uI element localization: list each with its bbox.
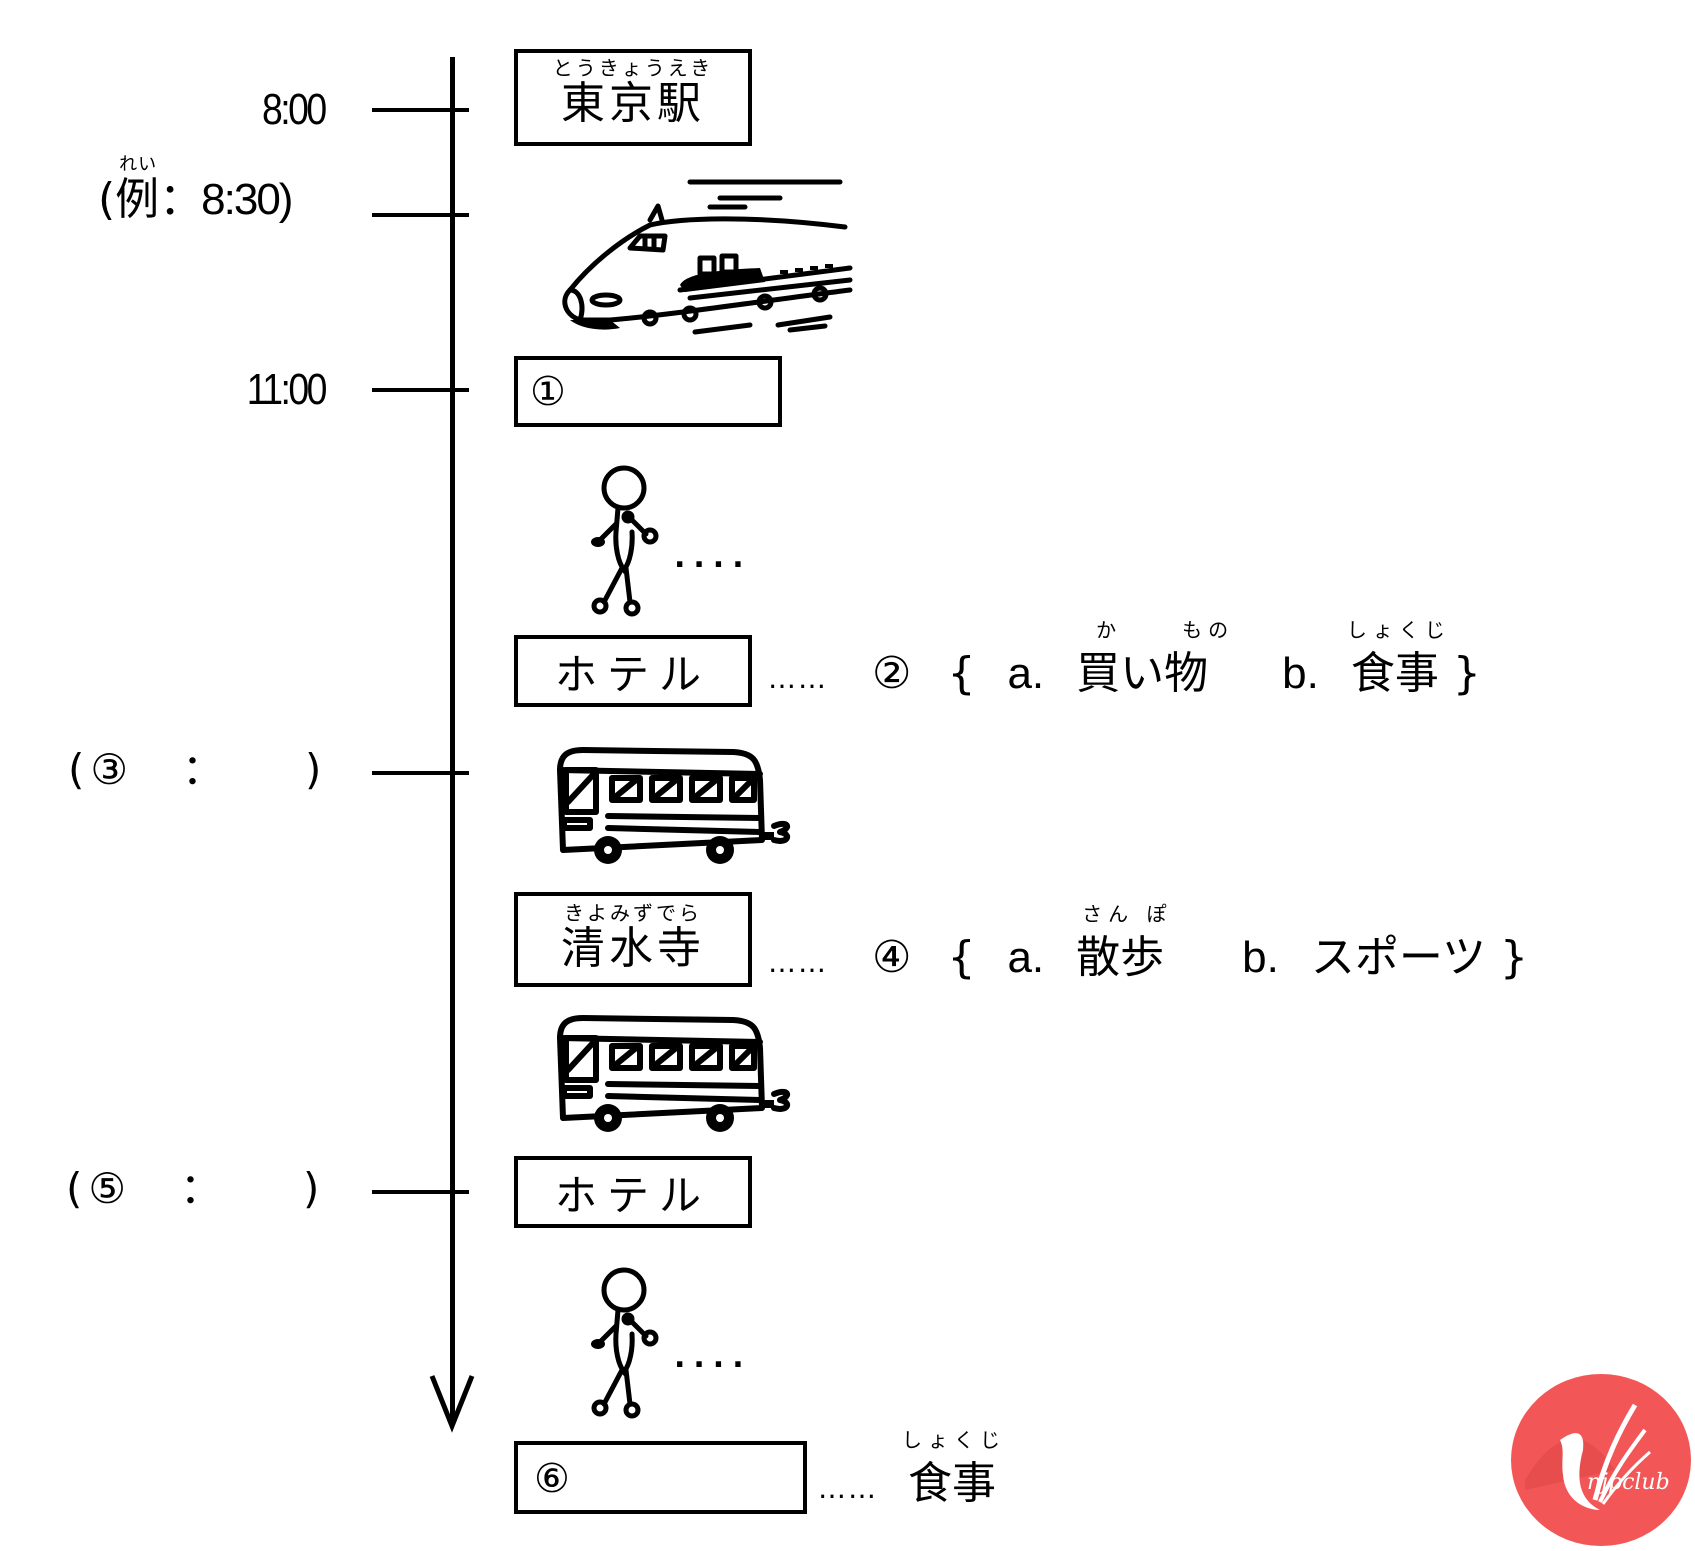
question-2-open-brace: { [947, 648, 976, 699]
question-6-text: 食事 [908, 1458, 996, 1509]
walking-person-icon [591, 1267, 659, 1419]
example-ruby: れい [119, 154, 158, 175]
example-open-paren: ( [98, 174, 116, 225]
stop-kiyomizu-dera: きよみずでら 清水寺 [514, 892, 752, 987]
stop-hotel-1: ホテル [514, 635, 752, 707]
question-4-option-a[interactable]: さん ぽ 散歩 [1076, 904, 1178, 983]
question-2-number: ② [872, 648, 912, 699]
bullet-train-icon [562, 179, 853, 335]
walking-person-icon [591, 465, 659, 617]
question-4-open-brace: { [947, 932, 976, 983]
question-2-close-brace: } [1452, 648, 1481, 699]
question-2-option-a[interactable]: か もの 買い物 [1076, 620, 1228, 699]
timeline-axis [450, 57, 455, 1425]
question-2-option-b-label[interactable]: b. [1282, 649, 1319, 698]
walk-trail-dots: .... [674, 1340, 752, 1375]
question-6-number: ⑥ [534, 1456, 570, 1502]
tick-11-00 [372, 388, 469, 392]
tick-question-5 [372, 1190, 469, 1194]
njpclub-logo: njpclub [1505, 1370, 1695, 1548]
question-2-leader: …… [768, 662, 828, 695]
stop-hotel-2: ホテル [514, 1156, 752, 1228]
tokyo-station-label: 東京駅 [561, 78, 705, 129]
njpclub-logo-text: njpclub [1587, 1470, 1670, 1495]
hotel-1-label: ホテル [554, 649, 711, 699]
tick-question-3 [372, 771, 469, 775]
question-2-choices: …… ② { a. か もの 買い物 b. しょくじ 食事 } [768, 620, 1481, 698]
hotel-2-label: ホテル [554, 1170, 711, 1220]
kiyomizu-dera-label: 清水寺 [561, 923, 705, 974]
example-word: 例 [115, 174, 160, 225]
question-4-leader: …… [768, 946, 828, 979]
question-6-leader: …… [818, 1472, 878, 1505]
tick-8-30 [372, 213, 469, 217]
question-6-activity: …… しょくじ 食事 [818, 1430, 1000, 1506]
question-2-option-a-label[interactable]: a. [1007, 649, 1045, 698]
answer-box-1[interactable]: ① [514, 356, 782, 427]
tick-8-00 [372, 108, 469, 112]
time-label-11-00: 11:00 [246, 365, 328, 414]
example-time-label: ( れい 例 ：8:30) [98, 156, 293, 224]
answer-box-6[interactable]: ⑥ [514, 1441, 807, 1514]
time-label-8-00: 8:00 [262, 85, 327, 134]
question-4-option-a-ruby: さん ぽ [1082, 902, 1173, 926]
question-2-option-b-text: 食事 [1350, 648, 1439, 699]
question-4-option-b-label[interactable]: b. [1242, 933, 1279, 982]
question-4-choices: …… ④ { a. さん ぽ 散歩 b. スポーツ } [768, 904, 1528, 982]
question-5-time-blank: (⑤ ： ) [66, 1164, 326, 1213]
question-4-option-a-label[interactable]: a. [1007, 933, 1045, 982]
question-2-option-b[interactable]: しょくじ 食事 [1347, 620, 1453, 699]
njpclub-logo-icon [1511, 1374, 1691, 1546]
stop-tokyo-station: とうきょうえき 東京駅 [514, 49, 752, 146]
timeline-arrowhead-icon [429, 1375, 475, 1433]
question-1-number: ① [530, 369, 566, 415]
bus-icon [557, 1015, 791, 1132]
question-2-option-b-ruby: しょくじ [1346, 618, 1451, 642]
question-4-option-a-text: 散歩 [1076, 932, 1165, 983]
example-time-value: ：8:30) [159, 175, 293, 224]
kiyomizu-dera-ruby: きよみずでら [564, 901, 702, 925]
tokyo-station-ruby: とうきょうえき [552, 56, 714, 80]
question-3-time-blank: (③ ： ) [68, 745, 328, 794]
question-4-close-brace: } [1499, 932, 1528, 983]
question-2-option-a-ruby-2: もの [1182, 618, 1235, 642]
walk-trail-dots: .... [674, 540, 752, 575]
question-2-option-a-ruby-1: か [1096, 618, 1123, 642]
bus-icon [557, 747, 791, 864]
question-4-option-b[interactable]: スポーツ [1310, 932, 1486, 983]
question-4-number: ④ [872, 932, 912, 983]
question-6-ruby: しょくじ [902, 1428, 1006, 1452]
question-2-option-a-text: 買い物 [1076, 648, 1209, 699]
